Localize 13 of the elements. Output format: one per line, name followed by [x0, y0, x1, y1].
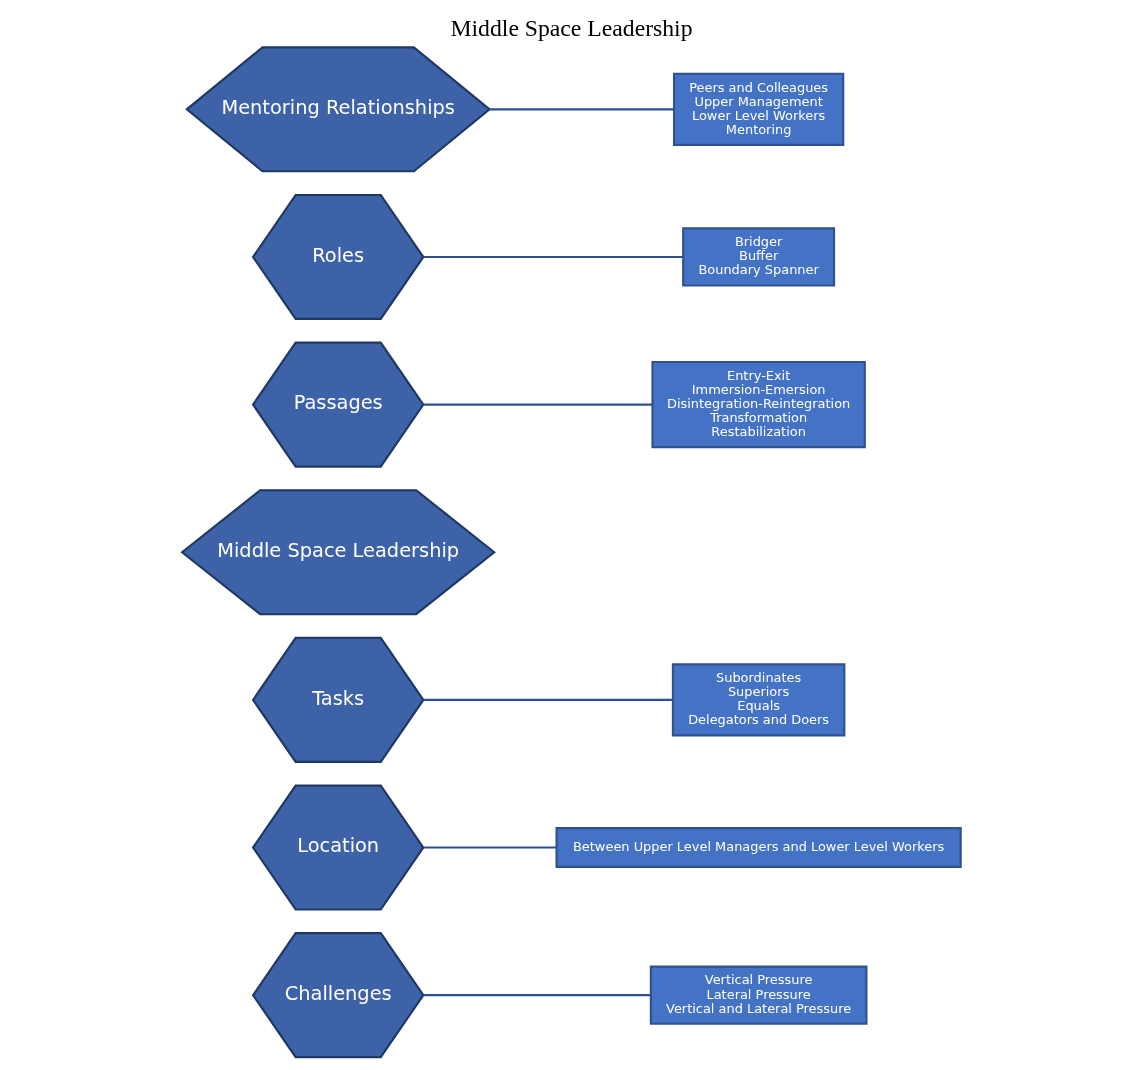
node-box: Entry-Exit Immersion-Emersion Disintegration-Reintegration Transformation Restabilization — [651, 360, 866, 449]
node-box: Peers and Colleagues Upper Management Lower Level Workers Mentoring — [672, 72, 845, 146]
node-box: Subordinates Superiors Equals Delegators and Doers — [671, 663, 846, 737]
connector — [423, 403, 653, 406]
connector — [423, 698, 673, 701]
node-box: Between Upper Level Managers and Lower Level Workers — [555, 827, 962, 868]
node-box: Vertical Pressure Lateral Pressure Vertical and Lateral Pressure — [649, 965, 868, 1025]
connector — [423, 255, 683, 259]
connector — [423, 846, 557, 849]
connector — [423, 994, 651, 997]
connector — [489, 108, 674, 111]
diagram-title: Middle Space Leadership — [450, 15, 693, 42]
node-box: Bridger Buffer Boundary Spanner — [682, 227, 836, 287]
